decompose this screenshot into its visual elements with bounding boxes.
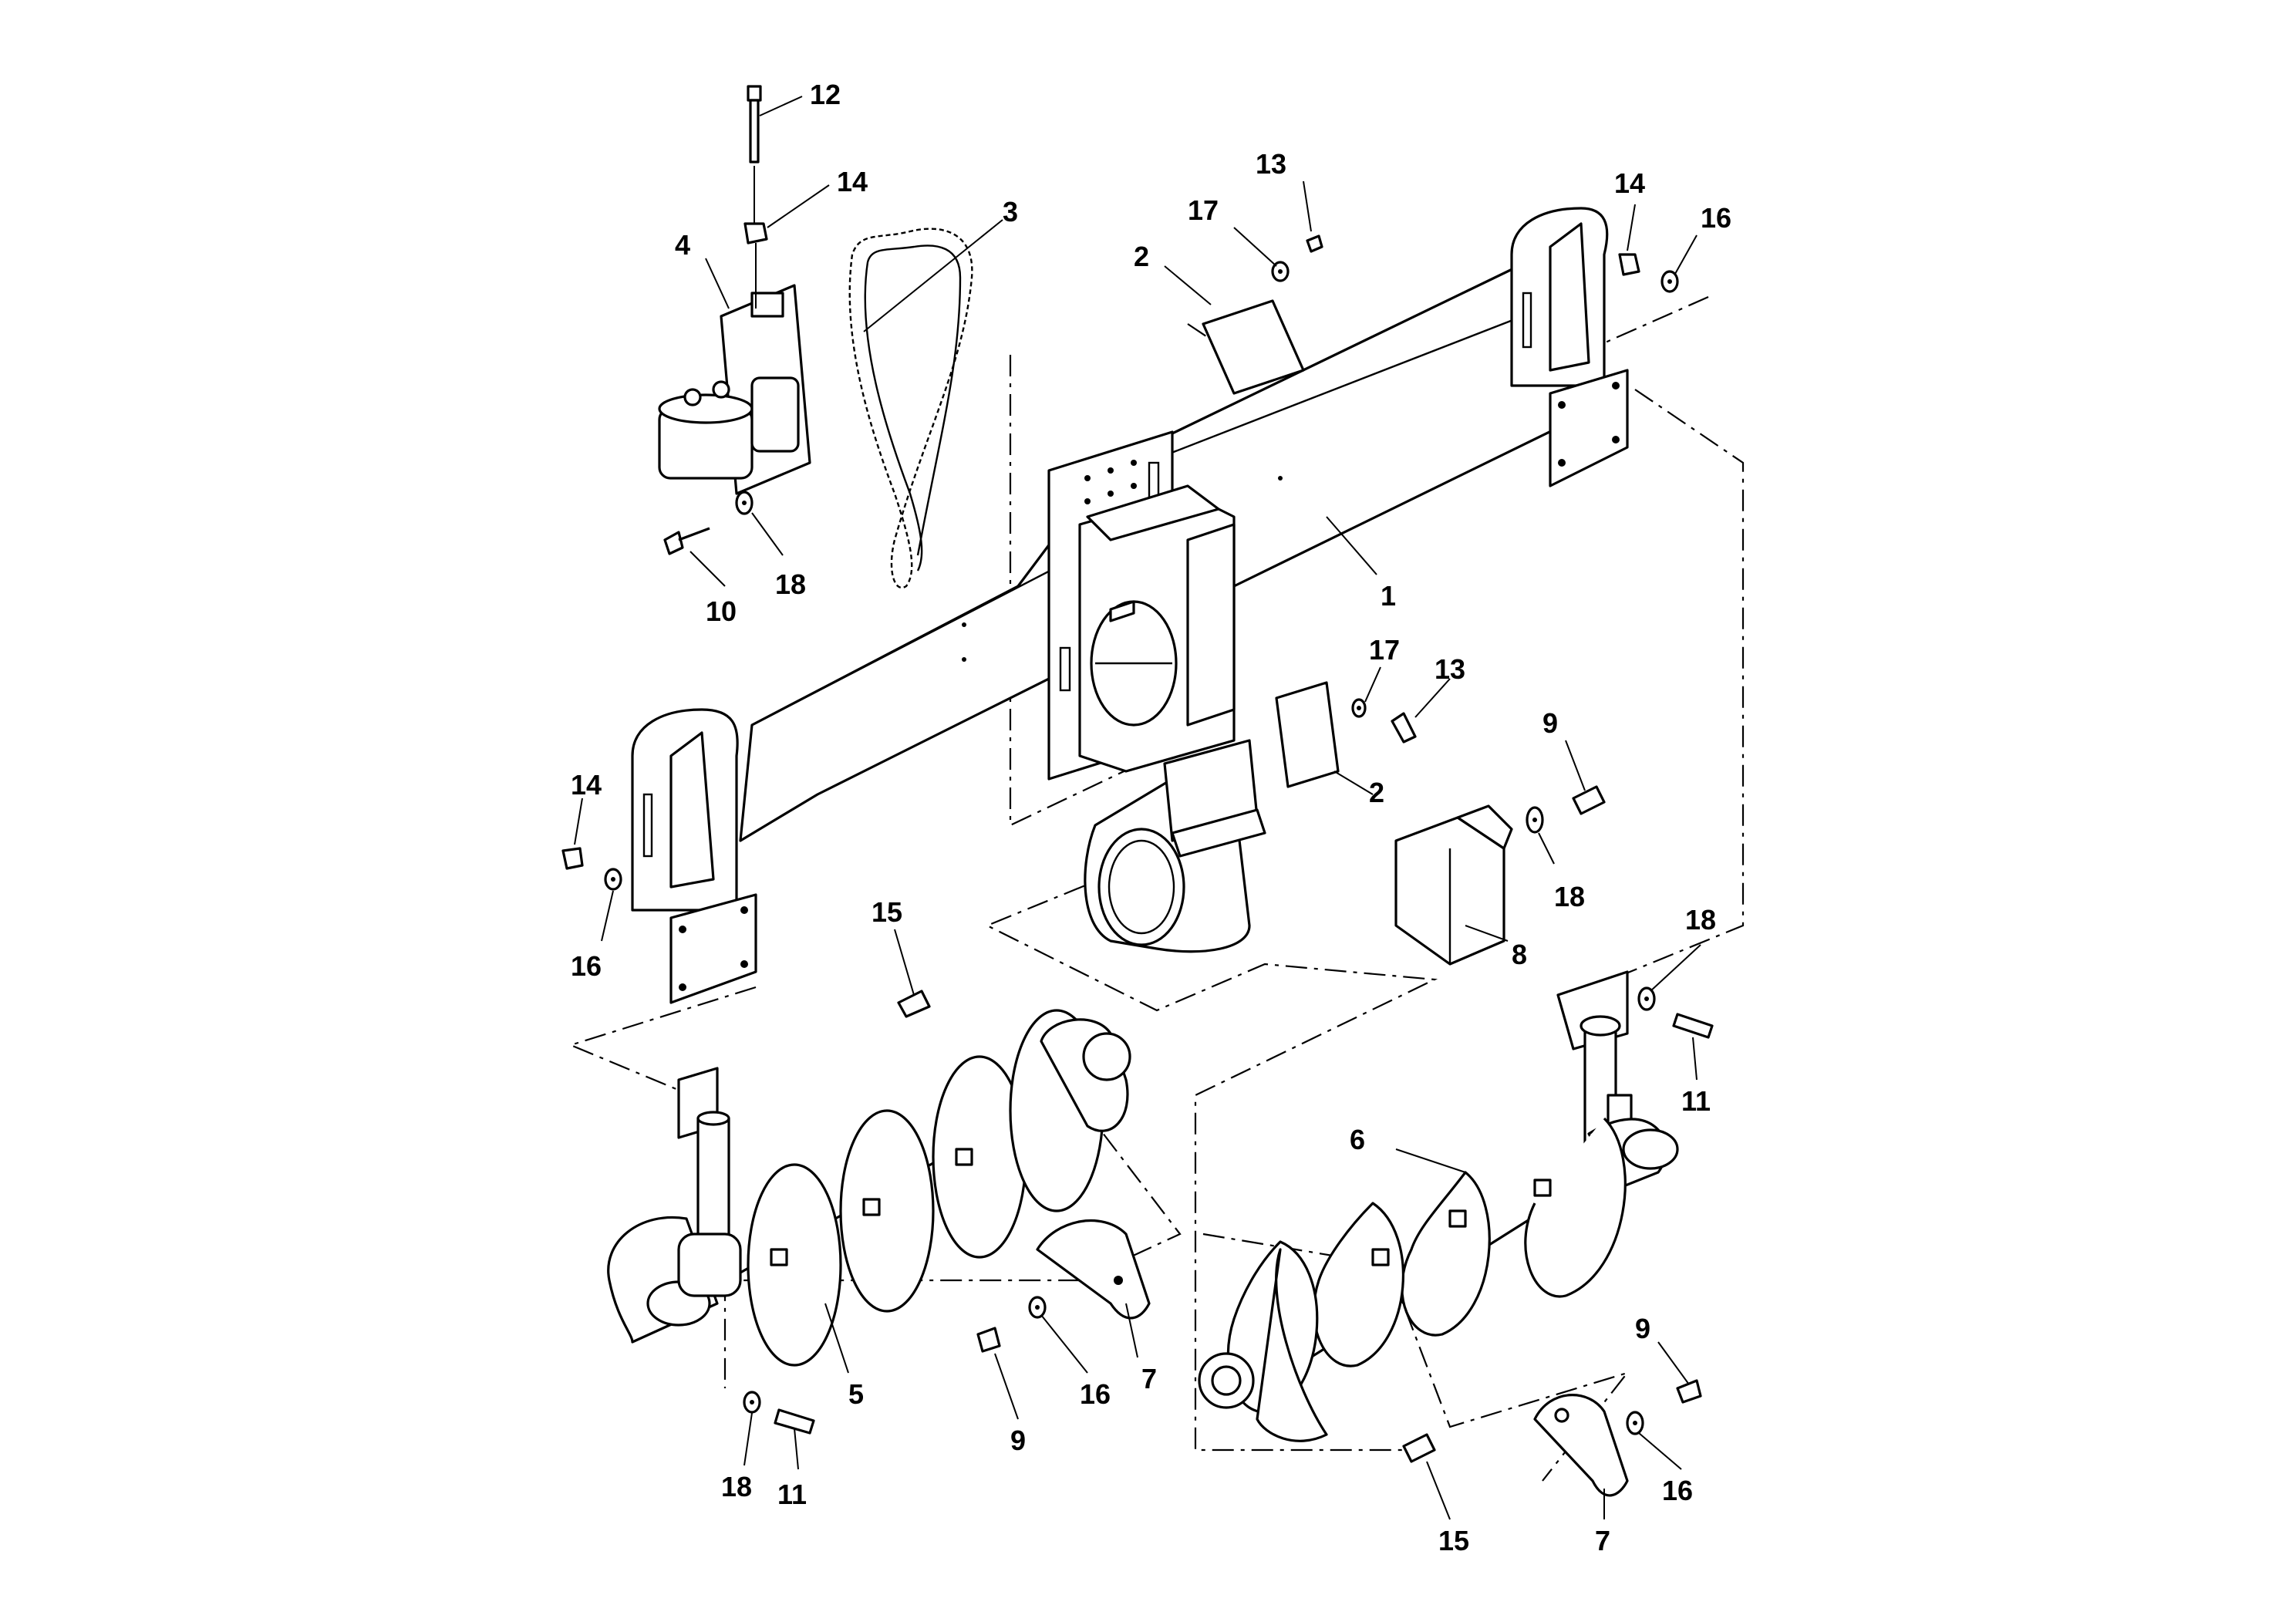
washer-18-right-auger (1637, 986, 1656, 1011)
leader-lines (574, 96, 1701, 1520)
drive-chain (848, 228, 973, 589)
washer-17-upper (1271, 261, 1290, 282)
washer-17-lower (1351, 698, 1367, 718)
bolt-11-left (774, 1408, 815, 1435)
bolt-9-right (1676, 1379, 1702, 1404)
callout-8: 8 (1512, 939, 1527, 970)
left-auger (607, 1009, 1131, 1367)
fastener-10-bolt (663, 527, 710, 555)
callout-10: 10 (706, 595, 737, 627)
nut-14-left (561, 847, 584, 870)
callout-13: 13 (1256, 148, 1286, 180)
callout-2: 2 (1134, 241, 1149, 272)
callout-7: 7 (1595, 1525, 1610, 1556)
callout-18: 18 (775, 568, 806, 600)
callout-labels: 12 14 4 3 13 17 2 14 16 1 10 18 17 13 9 … (571, 79, 1731, 1556)
washer-16-right-scraper (1626, 1411, 1644, 1435)
washer-18-bracket (1526, 806, 1544, 834)
callout-14: 14 (1614, 167, 1645, 199)
callout-11: 11 (1681, 1085, 1711, 1117)
guard-bracket (1394, 804, 1513, 966)
scraper-left (1036, 1219, 1151, 1320)
washer-16-left-scraper (1028, 1296, 1047, 1319)
callout-16: 16 (1701, 202, 1731, 234)
cover-plate-upper (1202, 299, 1305, 395)
washer-18-motor (735, 491, 754, 515)
left-end-bracket (631, 708, 757, 1004)
callout-9: 9 (1010, 1425, 1026, 1456)
callout-16: 16 (571, 950, 602, 982)
callout-18: 18 (1554, 881, 1585, 912)
screw-13-lower (1391, 712, 1417, 744)
screw-13-upper (1306, 234, 1323, 253)
callout-2: 2 (1369, 777, 1384, 808)
callout-3: 3 (1003, 196, 1018, 228)
callout-13: 13 (1435, 653, 1465, 685)
bolt-11-right (1672, 1013, 1714, 1039)
callout-1: 1 (1381, 580, 1396, 612)
bolt-12 (747, 85, 762, 224)
callout-17: 17 (1188, 194, 1219, 226)
right-auger (1198, 970, 1679, 1442)
scraper-right (1533, 1394, 1629, 1497)
callout-9: 9 (1542, 707, 1558, 739)
washer-16-left (604, 868, 622, 891)
callout-18: 18 (721, 1471, 752, 1502)
bolt-9-left (976, 1327, 1001, 1353)
callout-17: 17 (1369, 634, 1400, 666)
callout-4: 4 (675, 229, 690, 261)
washer-18-left-auger (743, 1391, 761, 1414)
central-drive-housing (1047, 430, 1266, 953)
callout-7: 7 (1141, 1363, 1157, 1394)
callout-6: 6 (1350, 1124, 1365, 1155)
callout-9: 9 (1635, 1313, 1650, 1344)
callout-15: 15 (1438, 1525, 1469, 1556)
callout-11: 11 (777, 1479, 807, 1510)
washer-16-right (1660, 270, 1679, 293)
nut-14-right (1618, 253, 1640, 276)
callout-16: 16 (1662, 1475, 1693, 1506)
nut-14-top (743, 222, 768, 309)
screw-15-right (1402, 1433, 1436, 1463)
motor-assembly (658, 284, 811, 495)
callout-18: 18 (1685, 904, 1716, 936)
callout-5: 5 (848, 1378, 864, 1410)
callout-15: 15 (872, 896, 902, 928)
callout-14: 14 (571, 769, 602, 801)
right-end-bracket (1510, 207, 1629, 487)
cover-plate-lower (1275, 681, 1340, 788)
callout-12: 12 (810, 79, 841, 110)
callout-16: 16 (1080, 1378, 1111, 1410)
bolt-9-bracket (1572, 785, 1606, 815)
callout-14: 14 (837, 166, 868, 197)
